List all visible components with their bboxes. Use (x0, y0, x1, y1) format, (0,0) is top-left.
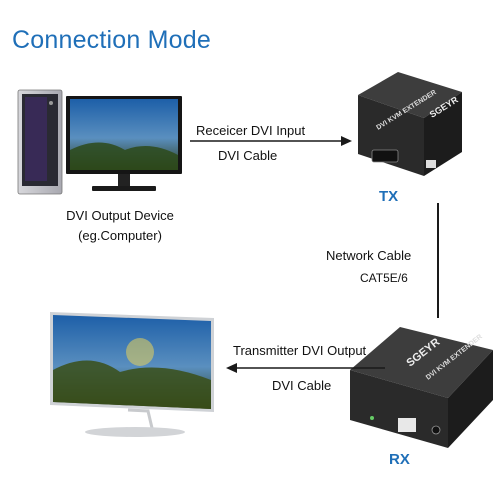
top-link-lower-label: DVI Cable (218, 148, 278, 163)
bottom-link-lower-label: DVI Cable (272, 378, 332, 393)
source-device-label: DVI Output Device (66, 208, 174, 223)
page-title: Connection Mode (12, 26, 211, 54)
vertical-link-upper-label: Network Cable (326, 248, 412, 263)
lcd-monitor-icon (50, 312, 214, 437)
tx-usb-port (426, 160, 436, 168)
bottom-link-upper-label: Transmitter DVI Output (233, 343, 367, 358)
kvm-extender-rx-icon: SGEYR DVI KVM EXTENDER (350, 327, 493, 448)
tx-tag: TX (379, 188, 399, 205)
rx-tag: RX (389, 451, 410, 468)
source-device-example: (eg.Computer) (78, 228, 162, 243)
tx-dvi-port (371, 149, 399, 163)
rx-power-led (370, 416, 374, 420)
rx-lan-port (398, 418, 416, 432)
connection-arrows (190, 136, 439, 373)
computer-tower-icon (17, 89, 63, 195)
top-link-upper-label: Receicer DVI Input (196, 123, 306, 138)
rx-dc-port (431, 425, 441, 435)
vertical-link-lower-label: CAT5E/6 (360, 271, 408, 285)
kvm-extender-tx-icon: DVI KVM EXTENDER SGEYR (358, 72, 462, 176)
desktop-monitor-icon (66, 96, 182, 191)
